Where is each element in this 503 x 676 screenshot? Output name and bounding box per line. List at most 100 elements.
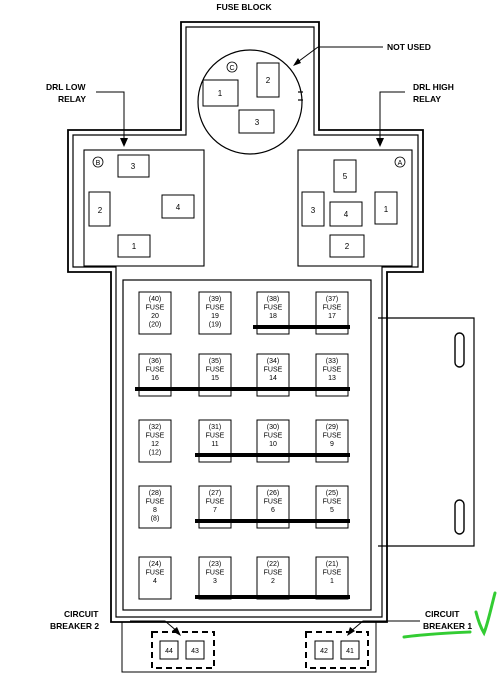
fuse-cavity-number: (27) (209, 490, 221, 497)
green-check-annotation (402, 591, 497, 639)
fuse-number: 7 (213, 507, 217, 514)
drl-high-leader (379, 91, 405, 140)
fuse-number: 13 (328, 375, 336, 382)
circuit-breaker-1-arrowhead (347, 627, 355, 636)
relay-pin: 5 (343, 172, 348, 181)
relay-letter-a: A (398, 160, 403, 167)
fuse-number: 15 (211, 375, 219, 382)
relay-letter-circle-b (92, 156, 104, 168)
fuse-cavity-number: (36) (149, 358, 161, 365)
fuse-outline (138, 485, 172, 529)
drl-low-leader (96, 91, 125, 140)
fuse-number: 19 (211, 313, 219, 320)
circuit-breaker-1-leader (349, 620, 420, 633)
not-used-arrowhead (293, 58, 301, 66)
fuse-alt-number: (12) (149, 450, 161, 457)
fuse-outline (198, 291, 232, 335)
relay-pin: 1 (384, 205, 389, 214)
fuse-cavity-number: (40) (149, 296, 161, 303)
fuse-label: FUSE (323, 499, 342, 506)
breaker-cavity: 44 (165, 648, 173, 655)
fuse-number: 2 (271, 578, 275, 585)
relay-pin: 4 (344, 210, 349, 219)
relay-pin: 3 (311, 206, 316, 215)
relay-not-used: C 1 2 3 (197, 49, 303, 155)
fuse-cavity-number: (29) (326, 424, 338, 431)
relay-drl-low: B 3 2 4 1 (83, 149, 205, 267)
fuse-cavity-number: (31) (209, 424, 221, 431)
fuse-cavity-number: (32) (149, 424, 161, 431)
circuit-breaker-1-label-line2: BREAKER 1 (423, 621, 472, 631)
drl-low-label-line1: DRL LOW (46, 82, 86, 92)
fuse-label: FUSE (264, 367, 283, 374)
fuse-label: FUSE (323, 367, 342, 374)
relay-pin: 2 (345, 242, 350, 251)
breaker-cavity: 41 (346, 648, 354, 655)
circuit-breaker-2-label-line1: CIRCUIT (64, 609, 99, 619)
fuse-number: 18 (269, 313, 277, 320)
fuse-label: FUSE (264, 433, 283, 440)
fuse-number: 1 (330, 578, 334, 585)
housing-outline-outer (67, 21, 424, 623)
relay-pin: 2 (98, 206, 103, 215)
fuse-label: FUSE (146, 367, 165, 374)
fuse-number: 16 (151, 375, 159, 382)
mounting-bracket (378, 317, 475, 547)
fuse-outline (315, 556, 349, 600)
fuse-number: 8 (153, 507, 157, 514)
circuit-breaker-2: 44 43 (151, 631, 215, 669)
fuse-outline (138, 291, 172, 335)
circuit-breaker-1: 42 41 (305, 631, 369, 669)
fuse-cavity-number: (33) (326, 358, 338, 365)
drl-low-label-line2: RELAY (58, 94, 86, 104)
fuse-number: 10 (269, 441, 277, 448)
bus-bars (135, 325, 350, 599)
drl-low-arrowhead (120, 138, 128, 147)
drl-high-arrowhead (376, 138, 384, 147)
fuse-outline (198, 556, 232, 600)
fuse-cavity-number: (23) (209, 561, 221, 568)
fuse-label: FUSE (323, 305, 342, 312)
fuse-number: 3 (213, 578, 217, 585)
fuse-cavity-number: (35) (209, 358, 221, 365)
fuse-number: 17 (328, 313, 336, 320)
fuse-label: FUSE (264, 305, 283, 312)
relay-pin: 2 (266, 76, 271, 85)
fuse-label: FUSE (206, 305, 225, 312)
relay-drl-high: A 5 3 4 1 2 (297, 149, 413, 267)
fuse-cavity-number: (38) (267, 296, 279, 303)
fuse-cavity-number: (37) (326, 296, 338, 303)
fuse-label: FUSE (146, 499, 165, 506)
fuse-label: FUSE (146, 570, 165, 577)
circuit-breaker-2-arrowhead (172, 627, 181, 636)
fuse-number: 11 (211, 441, 218, 448)
relay-pin: 3 (131, 162, 136, 171)
drl-high-label-line2: RELAY (413, 94, 441, 104)
relay-letter-c: C (229, 65, 234, 72)
fuse-cavity-number: (28) (149, 490, 161, 497)
fuse-label: FUSE (206, 433, 225, 440)
fuse-number: 12 (151, 441, 159, 448)
fuse-alt-number: (20) (149, 322, 161, 329)
fuse-outline (138, 419, 172, 463)
fuse-cavity-number: (22) (267, 561, 279, 568)
circuit-breaker-2-leader (130, 620, 179, 633)
fuse-number: 6 (271, 507, 275, 514)
fuse-outline (256, 556, 290, 600)
not-used-label: NOT USED (387, 42, 431, 52)
fuse-cavity-number: (26) (267, 490, 279, 497)
diagram-title: FUSE BLOCK (216, 2, 272, 12)
drl-high-label-line1: DRL HIGH (413, 82, 454, 92)
fuse-panel-frame (122, 279, 372, 611)
fuse-alt-number: (8) (151, 516, 160, 523)
fuse-number: 20 (151, 313, 159, 320)
fuse-cavity-number: (21) (326, 561, 338, 568)
fuse-number: 4 (153, 578, 157, 585)
panel-base (121, 622, 377, 673)
fuse-label: FUSE (206, 499, 225, 506)
circuit-breaker-1-label-line1: CIRCUIT (425, 609, 460, 619)
